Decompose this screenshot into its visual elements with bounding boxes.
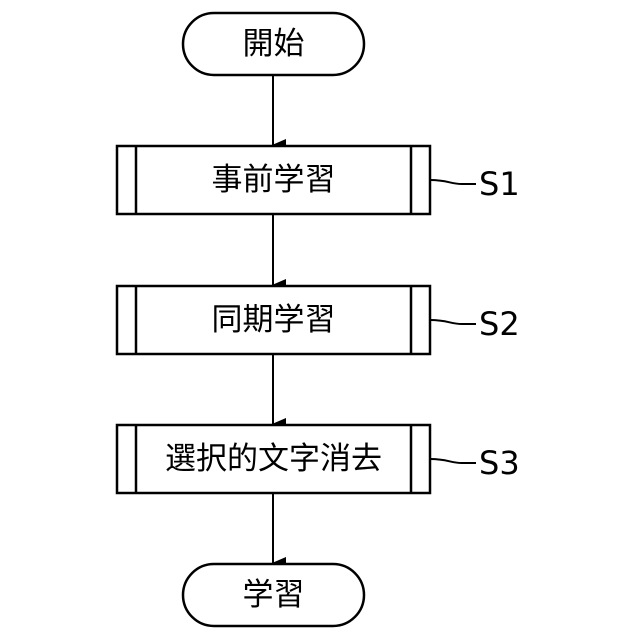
leader-line-s1 [430,180,476,184]
step-id-s2: S2 [479,305,520,343]
start-terminal: 開始 [183,13,364,75]
end-terminal-label: 学習 [243,577,305,613]
end-terminal: 学習 [183,564,364,626]
process-step-s1-label: 事前学習 [212,162,336,198]
start-terminal-label: 開始 [243,26,305,62]
leader-line-s3 [430,459,476,463]
process-step-s1: 事前学習 [117,146,430,214]
process-step-s3: 選択的文字消去 [117,425,430,493]
step-id-s3: S3 [479,444,520,482]
process-step-s2-label: 同期学習 [212,302,336,338]
step-id-s1: S1 [479,165,520,203]
process-step-s2: 同期学習 [117,286,430,354]
leader-line-s2 [430,320,476,324]
process-step-s3-label: 選択的文字消去 [165,441,382,477]
